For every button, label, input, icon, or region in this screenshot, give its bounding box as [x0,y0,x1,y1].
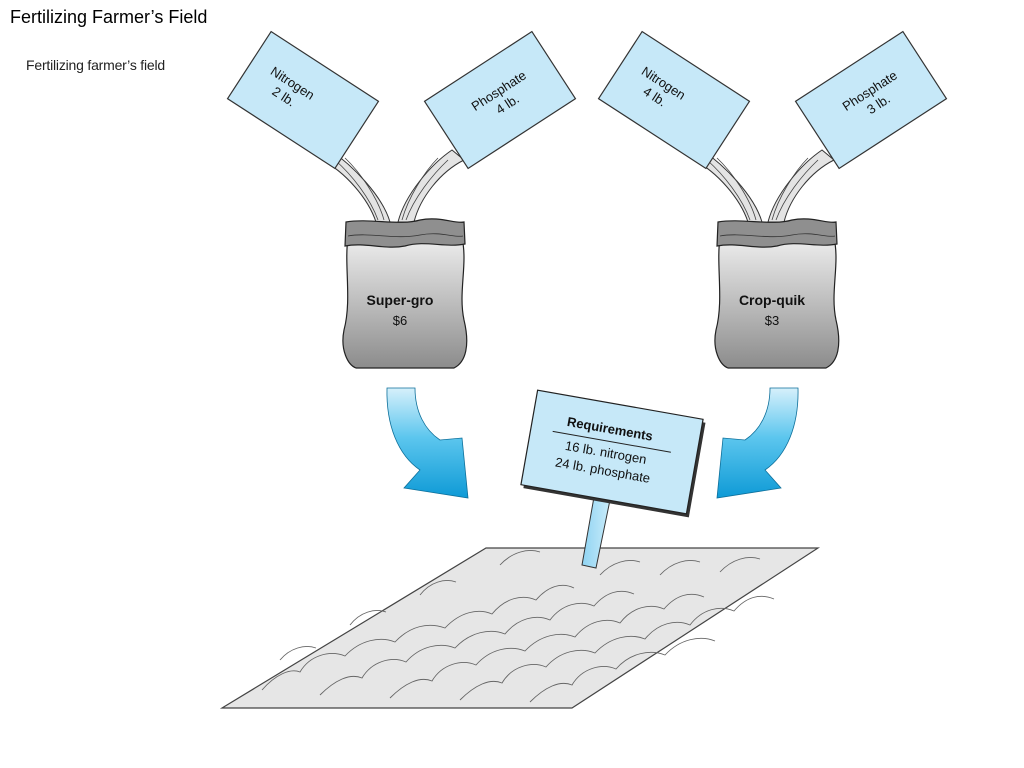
farm-field [219,547,821,709]
page-title: Fertilizing Farmer’s Field [10,7,208,27]
arrow-right [716,387,799,499]
ingredient-box-cropquik-phosphate: Phosphate 3 lb. [794,30,948,170]
product-price: $3 [765,313,779,328]
fertilizer-bag-supergro: Super-gro $6 [342,218,468,369]
ingredient-box-supergro-phosphate: Phosphate 4 lb. [423,30,577,170]
product-name: Super-gro [367,292,434,308]
ingredient-box-cropquik-nitrogen: Nitrogen 4 lb. [597,30,751,170]
page-subtitle: Fertilizing farmer’s field [26,57,165,73]
product-name: Crop-quik [739,292,805,308]
fertilizer-bag-cropquik: Crop-quik $3 [714,218,840,369]
arrow-left [386,387,469,499]
pour-streams [321,149,835,223]
ingredient-box-supergro-nitrogen: Nitrogen 2 lb. [226,30,380,170]
requirements-sign: Requirements 16 lb. nitrogen 24 lb. phos… [520,389,706,569]
pour-stream [397,149,465,223]
product-price: $6 [393,313,407,328]
pour-stream [767,149,835,223]
